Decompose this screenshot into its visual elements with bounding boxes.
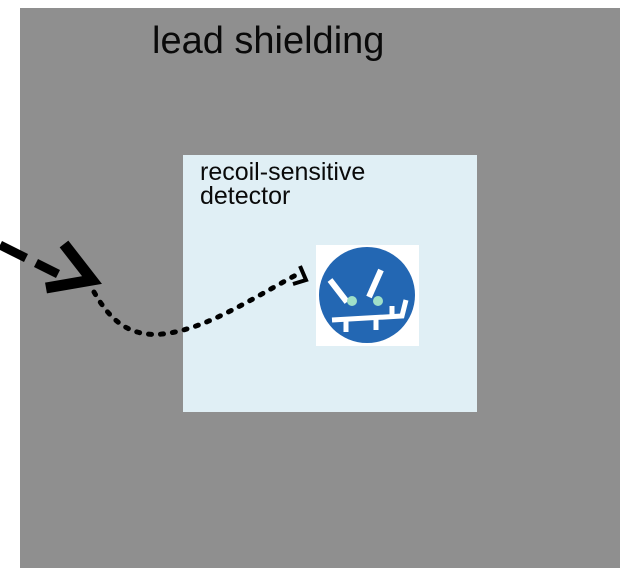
arrow-head-icon <box>45 240 102 294</box>
small-arrow-head-icon <box>292 265 309 286</box>
detector-label: recoil-sensitive detector <box>200 158 366 210</box>
lead-shielding-label: lead shielding <box>152 20 385 62</box>
angry-blue-face-icon <box>316 245 419 346</box>
dotted-trajectory <box>91 272 299 337</box>
incoming-trajectory <box>0 240 61 279</box>
